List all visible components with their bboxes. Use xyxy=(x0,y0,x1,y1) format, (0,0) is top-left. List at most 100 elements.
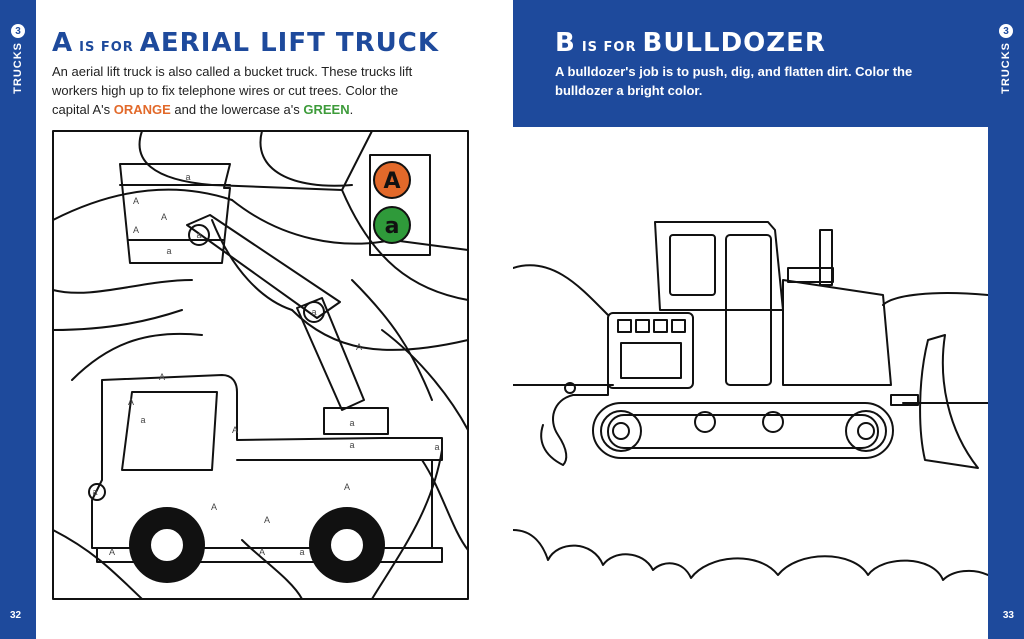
puzzle-letter: a xyxy=(92,487,97,497)
ripper-joint xyxy=(564,382,576,394)
cab-window-left xyxy=(669,234,716,296)
front-grille-body xyxy=(607,312,694,389)
title-connector: IS FOR xyxy=(79,40,134,55)
intro-text-left: An aerial lift truck is also called a bu… xyxy=(52,62,432,119)
truck-bumper xyxy=(96,547,443,563)
blade-arm xyxy=(890,394,919,406)
chapter-tab-right: 3 TRUCKS xyxy=(988,24,1024,94)
region-line xyxy=(52,309,183,331)
title-subject: BULLDOZER xyxy=(642,28,826,58)
chapter-tab-left: 3 TRUCKS xyxy=(0,24,36,94)
grille-light xyxy=(635,319,650,333)
region-line xyxy=(381,329,469,431)
hubcap-left xyxy=(149,527,185,563)
region-line xyxy=(52,188,233,221)
puzzle-letter: A xyxy=(356,342,362,352)
cab-vent xyxy=(787,267,834,283)
puzzle-letter: A xyxy=(259,547,265,557)
grille xyxy=(620,342,682,379)
right-spine: 3 TRUCKS 33 xyxy=(988,0,1024,639)
region-line xyxy=(351,279,433,401)
puzzle-letter: a xyxy=(299,547,304,557)
puzzle-letter: A xyxy=(264,515,270,525)
puzzle-letter: A xyxy=(109,547,115,557)
chapter-number: 3 xyxy=(11,24,25,38)
dozer-blade xyxy=(919,334,979,469)
track-wheel xyxy=(845,410,887,452)
puzzle-letter: A xyxy=(344,482,350,492)
left-spine: 3 TRUCKS 32 xyxy=(0,0,36,639)
title-subject: AERIAL LIFT TRUCK xyxy=(139,28,440,58)
intro-part: . xyxy=(349,102,354,117)
orange-word: ORANGE xyxy=(113,102,171,117)
track-roller xyxy=(694,411,716,433)
chapter-label: TRUCKS xyxy=(1000,42,1012,94)
region-line xyxy=(52,529,143,600)
truck-window xyxy=(121,391,218,471)
puzzle-letter: A xyxy=(133,196,139,206)
title-connector: IS FOR xyxy=(581,40,637,55)
track-inner xyxy=(607,414,879,449)
key-upper-a-circle xyxy=(373,161,411,199)
boom-joint xyxy=(188,224,210,246)
chapter-label: TRUCKS xyxy=(12,42,24,94)
page-number-left: 32 xyxy=(10,610,22,621)
intro-part: An aerial lift truck is also called a bu… xyxy=(52,64,413,117)
grille-light xyxy=(671,319,686,333)
title-letter: A xyxy=(52,28,74,58)
key-lower-letter: a xyxy=(385,214,400,239)
intro-part: and the lowercase a's xyxy=(170,102,304,117)
crawler-track xyxy=(592,402,894,459)
region-line xyxy=(421,459,469,551)
engine-housing xyxy=(782,279,892,386)
puzzle-letter: a xyxy=(434,442,439,452)
region-line xyxy=(341,189,469,301)
region-line xyxy=(211,219,293,311)
puzzle-letter: a xyxy=(185,172,190,182)
cloud-outline xyxy=(513,529,988,581)
puzzle-letter: A xyxy=(232,425,238,435)
key-lower-a-circle xyxy=(373,206,411,244)
puzzle-letter: A xyxy=(128,397,134,407)
title-letter: B xyxy=(555,28,576,58)
region-line xyxy=(138,130,373,191)
page-number-right: 33 xyxy=(1002,610,1014,621)
cab-door xyxy=(725,234,772,386)
track-roller xyxy=(762,411,784,433)
right-header-band xyxy=(513,0,988,127)
puzzle-letter: A xyxy=(159,372,165,382)
bulldozer-cab xyxy=(654,221,784,311)
chapter-number: 3 xyxy=(999,24,1013,38)
track-hub xyxy=(612,422,630,440)
page-title-left: A IS FOR AERIAL LIFT TRUCK xyxy=(52,28,439,58)
intro-text-right: A bulldozer's job is to push, dig, and f… xyxy=(555,64,913,98)
boom-arm-lower xyxy=(296,297,365,411)
grille-light xyxy=(653,319,668,333)
grille-light xyxy=(617,319,632,333)
hill-left xyxy=(513,264,609,316)
exhaust-pipe xyxy=(819,229,833,286)
puzzle-frame xyxy=(52,130,469,600)
hubcap-right xyxy=(329,527,365,563)
truck-wheels xyxy=(129,507,385,583)
region-line xyxy=(259,130,353,187)
puzzle-letter: a xyxy=(311,307,316,317)
region-line xyxy=(71,332,203,381)
region-line xyxy=(52,279,193,294)
puzzle-letter: a xyxy=(166,246,171,256)
track-hub xyxy=(857,422,875,440)
puzzle-letter: A xyxy=(211,502,217,512)
boom-base xyxy=(323,407,389,435)
hill-right xyxy=(882,292,988,306)
truck-light xyxy=(88,483,106,501)
bucket xyxy=(119,163,231,264)
region-line xyxy=(371,449,443,600)
color-by-letter-puzzle: A a a A A A a a a A A a A A a A A a A a … xyxy=(52,130,469,600)
puzzle-letter: a xyxy=(140,415,145,425)
region-line xyxy=(241,539,303,600)
page-title-right: B IS FOR BULLDOZER xyxy=(555,28,826,58)
color-key-box xyxy=(369,154,431,256)
green-word: GREEN xyxy=(303,102,350,117)
boom-arm-upper xyxy=(186,214,341,319)
puzzle-letter: a xyxy=(349,418,354,428)
